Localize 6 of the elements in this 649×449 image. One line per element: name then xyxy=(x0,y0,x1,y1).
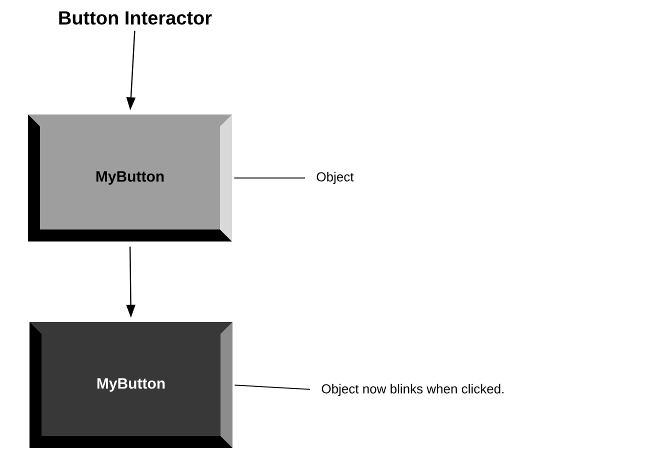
button: MyButton xyxy=(30,322,232,448)
button: MyButton xyxy=(28,114,232,242)
title: Button Interactor xyxy=(59,11,212,25)
callout-text: Object xyxy=(316,172,354,184)
leader-line xyxy=(234,384,311,390)
callout-text: Object now blinks when clicked. xyxy=(322,384,504,396)
